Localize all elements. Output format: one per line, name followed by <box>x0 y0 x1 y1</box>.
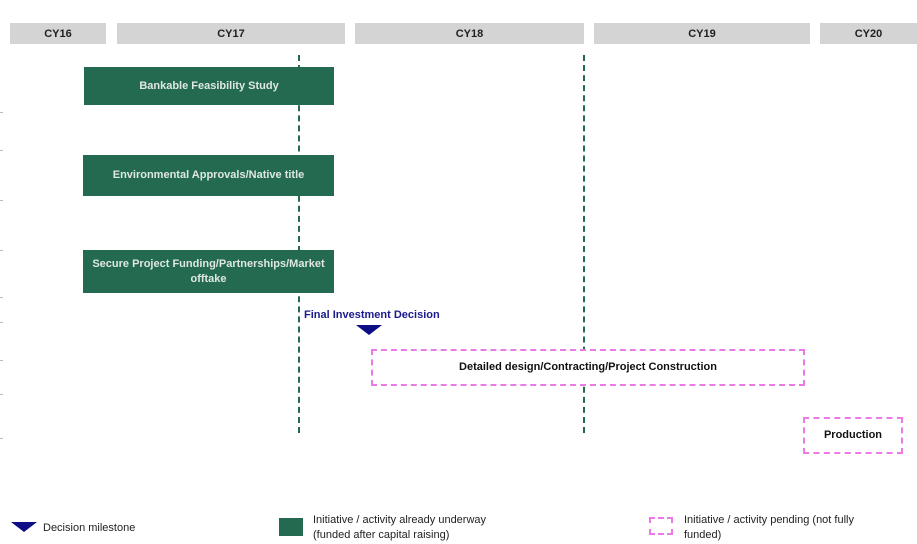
year-header-cy19: CY19 <box>594 23 810 44</box>
edge-mark <box>0 394 3 395</box>
legend-pending: Initiative / activity pending (not fully… <box>684 514 854 541</box>
timeline-divider-cy17 <box>298 55 300 433</box>
activity-label: Detailed design/Contracting/Project Cons… <box>459 361 717 373</box>
legend-pending-swatch <box>649 517 673 535</box>
decision-milestone-icon <box>356 325 382 335</box>
edge-mark <box>0 360 3 361</box>
legend-underway: Initiative / activity already underway (… <box>313 514 487 541</box>
activity-label: Production <box>823 429 883 441</box>
edge-mark <box>0 200 3 201</box>
year-header-cy16: CY16 <box>10 23 106 44</box>
edge-mark <box>0 438 3 439</box>
edge-mark <box>0 112 3 113</box>
timeline-divider-cy18 <box>583 55 585 433</box>
activity-detailed-design: Detailed design/Contracting/Project Cons… <box>371 349 805 386</box>
legend-underway-swatch <box>279 518 303 536</box>
legend-decision-milestone: Decision milestone <box>43 522 136 534</box>
edge-mark <box>0 150 3 151</box>
activity-label: Secure Project Funding/Partnerships/Mark… <box>92 257 325 285</box>
legend-decision-milestone-icon <box>11 522 37 532</box>
edge-mark <box>0 322 3 323</box>
activity-label: Bankable Feasibility Study <box>139 79 279 92</box>
activity-production: Production <box>803 417 903 454</box>
year-header-cy17: CY17 <box>117 23 345 44</box>
year-header-cy18: CY18 <box>355 23 584 44</box>
activity-bankable-feasibility-study: Bankable Feasibility Study <box>84 67 334 105</box>
activity-label: Environmental Approvals/Native title <box>112 169 305 181</box>
activity-secure-project-funding: Secure Project Funding/Partnerships/Mark… <box>83 250 334 293</box>
milestone-label: Final Investment Decision <box>304 309 440 321</box>
edge-mark <box>0 297 3 298</box>
activity-environmental-approvals: Environmental Approvals/Native title <box>83 155 334 196</box>
year-header-cy20: CY20 <box>820 23 917 44</box>
edge-mark <box>0 250 3 251</box>
